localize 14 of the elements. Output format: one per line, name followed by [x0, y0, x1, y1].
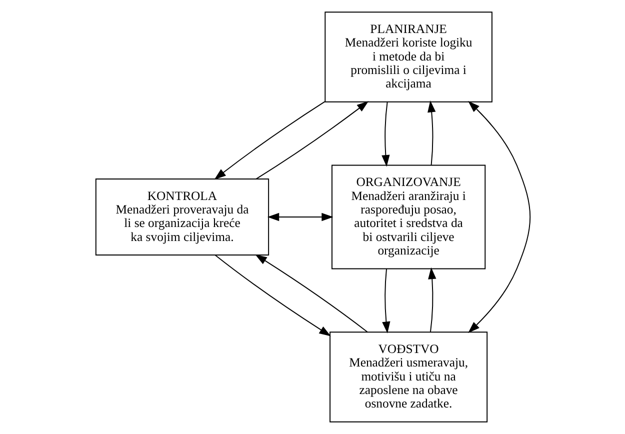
node-box: ORGANIZOVANJE Menadžeri aranžiraju i raspoređuju posao, autoritet i sredstva da bi ostvarili ciljeve organizacije: [330, 164, 486, 270]
arrow: [382, 268, 390, 334]
node-box: VOĐSTVO Menadžeri usmeravaju, motivišu i utiču na zaposlene na obave osnovne zadatke.: [329, 332, 488, 422]
arrow: [254, 254, 368, 332]
node-box: PLANIRANJE Menadžeri koriste logiku i metode da bi promislili o ciljevima i akcijama: [324, 12, 492, 102]
arrow: [214, 101, 325, 180]
arrow: [214, 254, 330, 336]
arrow: [255, 101, 368, 180]
arrow: [428, 267, 436, 332]
arrow: [381, 102, 390, 167]
node-box: KONTROLA Menadžeri proveravaju da li se organizacija kreće ka svojim ciljevima.: [94, 178, 269, 256]
arrow: [427, 100, 436, 166]
arrow: [266, 212, 333, 222]
arrow: [468, 101, 530, 333]
